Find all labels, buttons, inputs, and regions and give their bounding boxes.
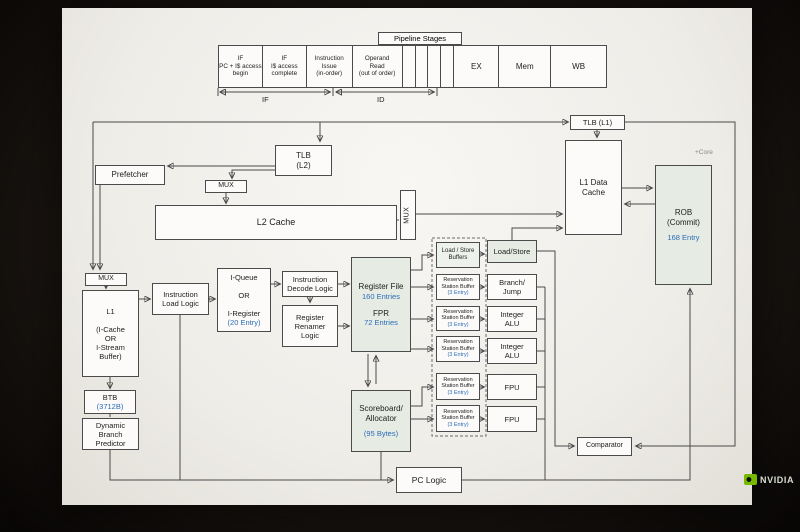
node-register-renamer: Register Renamer Logic	[282, 305, 338, 347]
node-reservation-station-5: Reservation Station Buffer (3 Entry)	[436, 405, 480, 432]
rsb-entries: (3 Entry)	[447, 389, 469, 396]
pipeline-span-id: ID	[377, 95, 385, 104]
node-l1-data-cache: L1 Data Cache	[565, 140, 622, 235]
rob-entries: 168 Entry	[667, 233, 700, 243]
nvidia-eye-icon	[744, 474, 757, 485]
regfile-label: Register File	[358, 281, 404, 291]
node-load-store: Load/Store	[487, 240, 537, 263]
btb-size: (3712B)	[96, 402, 124, 411]
pipeline-span-if: IF	[262, 95, 269, 104]
iqueue-label: I-Queue OR I-Register	[227, 273, 261, 318]
node-l2-cache: L2 Cache	[155, 205, 397, 240]
pipeline-stage-row: IF PC + I$ access begin IF I$ access com…	[218, 45, 607, 88]
pipeline-stage-if1: IF PC + I$ access begin	[219, 46, 263, 87]
pipeline-stage-ex: EX	[454, 46, 500, 87]
rsb-entries: (3 Entry)	[447, 352, 469, 359]
pipeline-stages-title: Pipeline Stages	[378, 32, 462, 45]
node-btb: BTB (3712B)	[84, 390, 136, 414]
core-note: +Core	[695, 149, 713, 156]
node-integer-alu-1: Integer ALU	[487, 306, 537, 332]
node-scoreboard: Scoreboard/ Allocator (95 Bytes)	[351, 390, 411, 452]
pipeline-stage-empty	[441, 46, 455, 87]
pipeline-stage-empty	[428, 46, 442, 87]
node-reservation-station-1: Reservation Station Buffer (3 Entry)	[436, 274, 480, 300]
node-tlb-l1: TLB (L1)	[570, 115, 625, 130]
pipeline-stage-empty	[403, 46, 416, 87]
rsb-label: Reservation Station Buffer	[441, 408, 475, 422]
pipeline-stage-issue: Instruction Issue (in-order)	[307, 46, 353, 87]
node-prefetcher: Prefetcher	[95, 165, 165, 185]
node-fpu-1: FPU	[487, 374, 537, 400]
rsb-label: Reservation Station Buffer	[441, 277, 475, 290]
node-tlb-l2: TLB (L2)	[275, 145, 332, 176]
pipeline-stage-if2: IF I$ access complete	[263, 46, 307, 87]
node-integer-alu-2: Integer ALU	[487, 338, 537, 364]
pipeline-stage-operand-read: Operand Read (out of order)	[353, 46, 403, 87]
rsb-label: Reservation Station Buffer	[441, 308, 475, 322]
slide-area: Pipeline Stages IF PC + I$ access begin …	[62, 8, 752, 505]
scoreboard-label: Scoreboard/ Allocator	[359, 404, 403, 423]
node-mux-right: MUX	[400, 190, 416, 240]
node-pc-logic: PC Logic	[396, 467, 462, 493]
node-branch-jump: Branch/ Jump	[487, 274, 537, 300]
node-instruction-load-logic: Instruction Load Logic	[152, 283, 209, 315]
rsb-entries: (3 Entry)	[447, 421, 469, 428]
rsb-entries: (3 Entry)	[447, 321, 469, 328]
node-reservation-station-2: Reservation Station Buffer (3 Entry)	[436, 306, 480, 331]
node-fpu-2: FPU	[487, 406, 537, 432]
mux-right-label: MUX	[403, 206, 411, 224]
rsb-label: Reservation Station Buffer	[441, 339, 475, 352]
pipeline-stage-wb: WB	[572, 61, 586, 71]
node-l1-icache: L1 (I-Cache OR I-Stream Buffer)	[82, 290, 139, 377]
fpr-label: FPR	[373, 308, 389, 318]
rsb-label: Reservation Station Buffer	[441, 376, 475, 390]
node-register-file: Register File 160 Entries FPR 72 Entries	[351, 257, 411, 352]
node-iqueue: I-Queue OR I-Register (20 Entry)	[217, 268, 271, 332]
pipeline-stage-empty	[416, 46, 429, 87]
node-decode-logic: Instruction Decode Logic	[282, 271, 338, 297]
node-reservation-station-3: Reservation Station Buffer (3 Entry)	[436, 336, 480, 362]
node-branch-predictor: Dynamic Branch Predictor	[82, 418, 139, 450]
node-reservation-station-4: Reservation Station Buffer (3 Entry)	[436, 373, 480, 400]
node-load-store-buffers: Load / Store Buffers	[436, 242, 480, 268]
node-comparator: Comparator	[577, 437, 632, 456]
iqueue-entries: (20 Entry)	[227, 318, 261, 327]
regfile-entries: 160 Entries	[362, 291, 400, 301]
scoreboard-bytes: (95 Bytes)	[363, 428, 399, 438]
node-mux-top: MUX	[205, 180, 247, 193]
pipeline-stage-mem: Mem	[499, 46, 552, 87]
nvidia-logo-text: NVIDIA	[760, 474, 795, 485]
node-mux-left: MUX	[85, 273, 127, 286]
rob-label: ROB (Commit)	[667, 207, 700, 227]
btb-label: BTB	[102, 393, 118, 402]
fpr-entries: 72 Entries	[364, 318, 398, 328]
rsb-entries: (3 Entry)	[447, 290, 469, 297]
node-rob: ROB (Commit) 168 Entry	[655, 165, 712, 285]
nvidia-logo: NVIDIA	[744, 474, 794, 485]
